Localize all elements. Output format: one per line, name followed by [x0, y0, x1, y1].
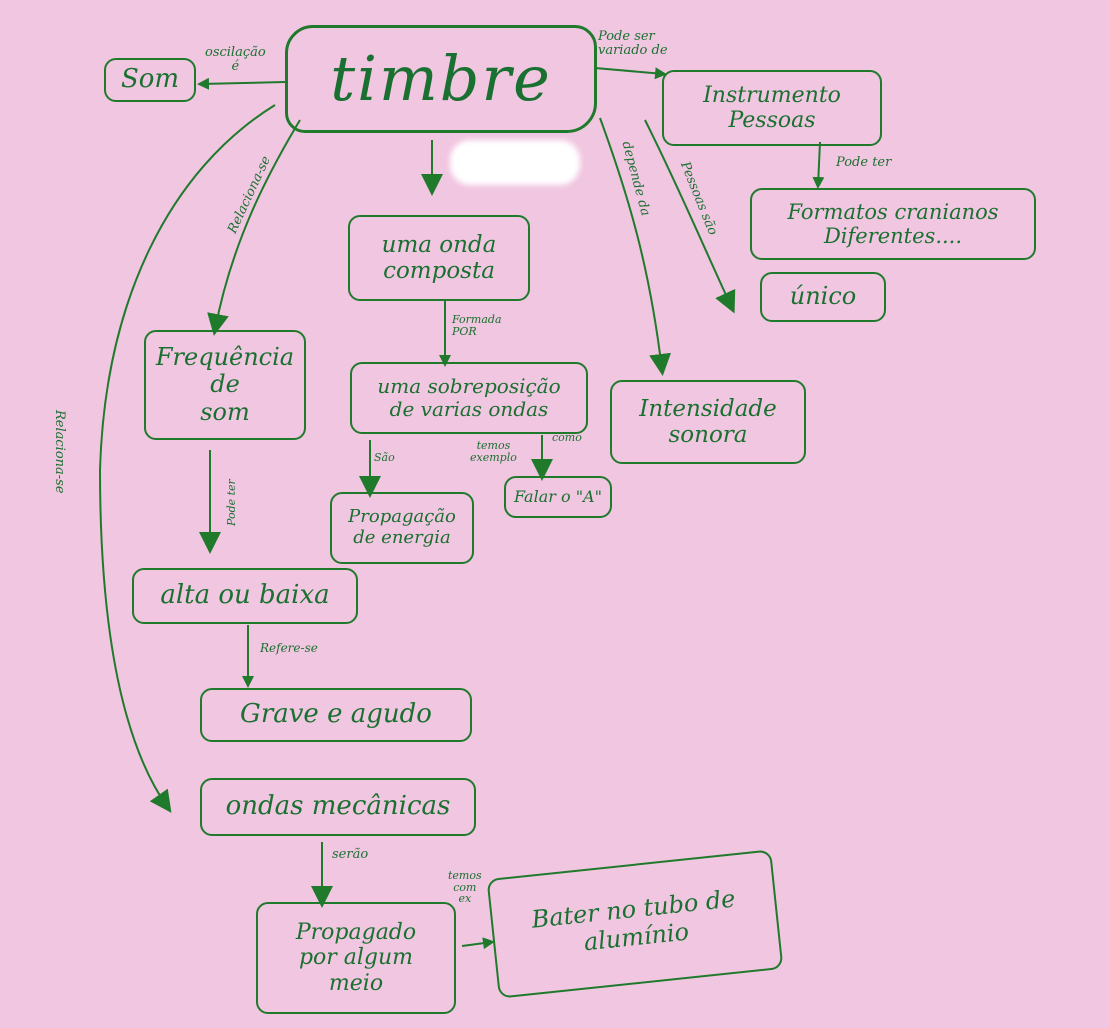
- label-formada-por: Formada POR: [452, 313, 502, 338]
- erased-mark: [450, 140, 580, 185]
- node-frequencia-de-som: Frequência de som: [144, 330, 306, 440]
- arrow-timbre-ondas-mecanicas: [98, 104, 276, 813]
- label-temos-com-ex: temos com ex: [448, 869, 482, 906]
- node-sobreposicao: uma sobreposição de varias ondas: [350, 362, 588, 434]
- node-som: Som: [104, 58, 196, 102]
- label-pode-ter-2: Pode ter: [225, 479, 238, 526]
- label-serao: serão: [332, 847, 369, 862]
- arrow-propagado-bater: [461, 937, 495, 950]
- arrow-instrumento-formatos: [812, 141, 825, 189]
- node-propagado-por-algum-meio: Propagado por algum meio: [256, 902, 456, 1014]
- label-relaciona-se-vertical: Relaciona-se: [52, 410, 67, 494]
- node-falar-a: Falar o "A": [504, 476, 612, 518]
- node-onda-composta: uma onda composta: [348, 215, 530, 301]
- label-como: como: [552, 431, 582, 444]
- arrow-timbre-unico: [644, 119, 736, 314]
- node-unico: único: [760, 272, 886, 322]
- node-alta-ou-baixa: alta ou baixa: [132, 568, 358, 624]
- node-formatos-cranianos: Formatos cranianos Diferentes....: [750, 188, 1036, 260]
- label-temos-exemplo: temos exemplo: [470, 439, 517, 464]
- arrow-timbre-som: [197, 77, 286, 90]
- label-pode-ser-variado: Pode ser variado de: [598, 29, 668, 58]
- node-instrumento-pessoas: Instrumento Pessoas: [662, 70, 882, 146]
- arrow-timbre-frequencia: [207, 119, 301, 336]
- label-refere-se: Refere-se: [260, 641, 318, 655]
- label-oscilacao: oscilação é: [205, 45, 266, 74]
- node-ondas-mecanicas: ondas mecânicas: [200, 778, 476, 836]
- arrow-timbre-instrumento: [594, 67, 667, 80]
- node-grave-e-agudo: Grave e agudo: [200, 688, 472, 742]
- node-timbre: timbre: [285, 25, 597, 133]
- node-intensidade-sonora: Intensidade sonora: [610, 380, 806, 464]
- arrow-timbre-intensidade: [599, 117, 672, 376]
- label-sao: São: [374, 451, 395, 464]
- label-pode-ter-1: Pode ter: [836, 155, 892, 170]
- node-propagacao-energia: Propagação de energia: [330, 492, 474, 564]
